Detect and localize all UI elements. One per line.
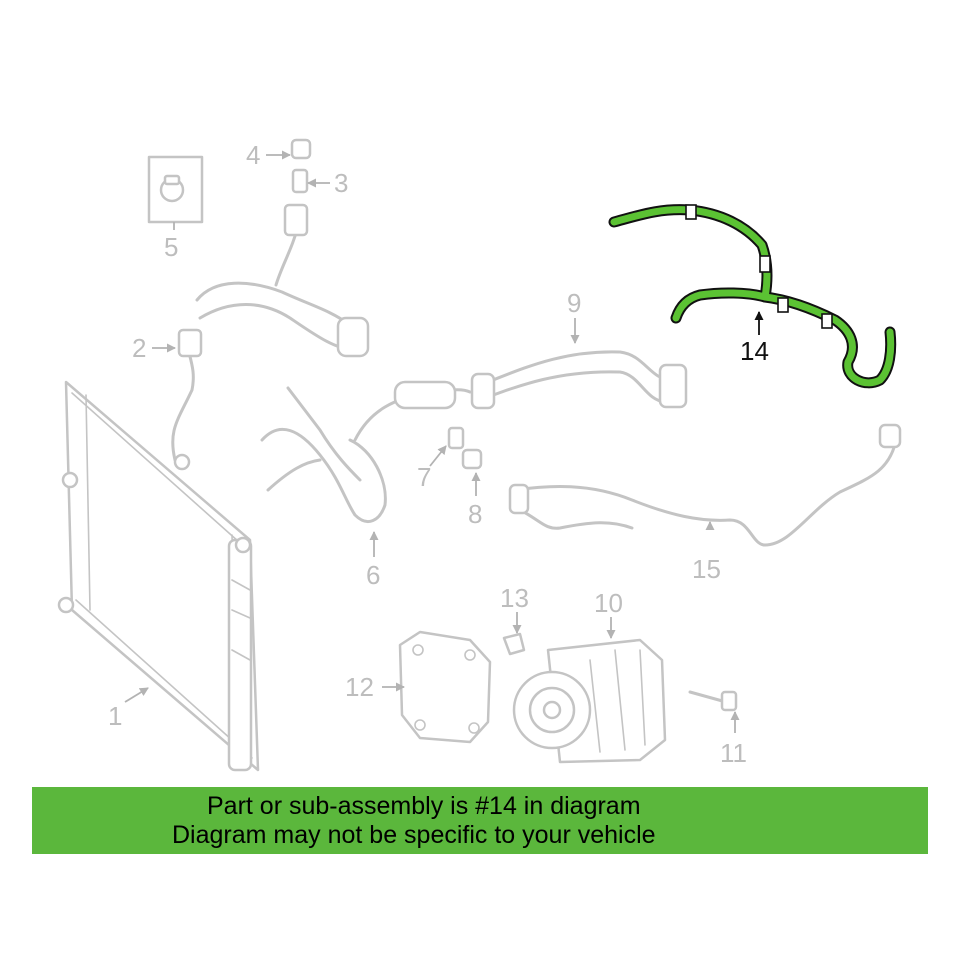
callout-11: 11 bbox=[720, 738, 747, 768]
callout-5: 5 bbox=[164, 232, 178, 262]
part-13-clip bbox=[502, 632, 526, 656]
info-banner: Part or sub-assembly is #14 in diagram D… bbox=[32, 787, 928, 854]
part-9-pipe bbox=[470, 350, 688, 410]
banner-line-part-number: Part or sub-assembly is #14 in diagram bbox=[207, 791, 641, 820]
part-4-cap bbox=[290, 138, 312, 160]
callout-14: 14 bbox=[740, 336, 769, 366]
part-15-line bbox=[508, 423, 902, 547]
part-1-condenser bbox=[57, 380, 260, 772]
callout-4: 4 bbox=[246, 140, 260, 170]
part-12-bracket bbox=[398, 630, 492, 744]
leader-lines bbox=[124, 150, 764, 733]
part-6-hose-assembly bbox=[260, 380, 472, 523]
callout-13: 13 bbox=[500, 583, 529, 613]
part-10-compressor bbox=[512, 638, 667, 764]
part-11-bolt bbox=[688, 690, 738, 712]
callout-15: 15 bbox=[692, 554, 721, 584]
part-5-pressure-switch bbox=[147, 155, 204, 224]
callout-9: 9 bbox=[567, 288, 581, 318]
part-7-valve-core bbox=[447, 426, 465, 450]
callout-7: 7 bbox=[417, 462, 431, 492]
callout-1: 1 bbox=[108, 701, 122, 731]
part-3-fitting bbox=[291, 168, 309, 194]
part-2-line-assembly bbox=[171, 203, 370, 471]
part-14-hose-assembly bbox=[608, 204, 897, 389]
callout-numbers: 1 2 3 4 5 6 7 8 9 10 11 12 13 14 15 bbox=[108, 140, 769, 768]
callout-6: 6 bbox=[366, 560, 380, 590]
part-8-cap bbox=[461, 448, 483, 470]
callout-8: 8 bbox=[468, 499, 482, 529]
callout-3: 3 bbox=[334, 168, 348, 198]
callout-10: 10 bbox=[594, 588, 623, 618]
callout-2: 2 bbox=[132, 333, 146, 363]
banner-line-disclaimer: Diagram may not be specific to your vehi… bbox=[172, 820, 656, 849]
callout-12: 12 bbox=[345, 672, 374, 702]
